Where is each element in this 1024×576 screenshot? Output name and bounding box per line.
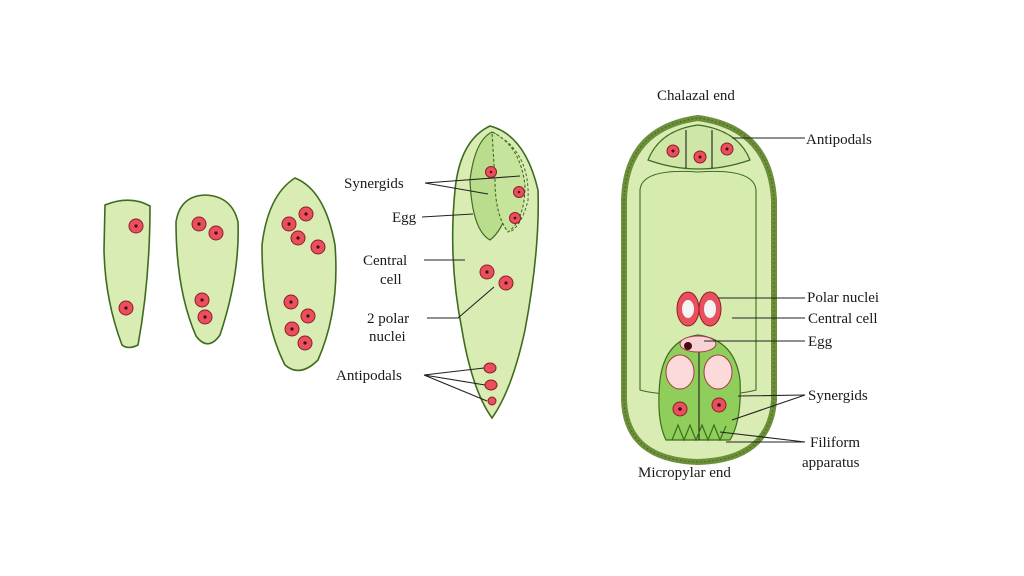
label-synergids: Synergids (344, 176, 404, 192)
stage-seven-celled (451, 125, 540, 420)
label-chalazal-end: Chalazal end (657, 88, 735, 104)
label-antipodals: Antipodals (336, 368, 402, 384)
mature-labels: Chalazal end Antipodals Polar nuclei Cen… (638, 88, 879, 481)
label-antipodals-right: Antipodals (806, 132, 872, 148)
label-filiform-line2: apparatus (802, 455, 860, 471)
stage-four-nucleate (175, 194, 239, 345)
label-egg: Egg (392, 210, 417, 226)
stage-two-nucleate (103, 199, 151, 349)
label-central-cell: Central cell (808, 311, 878, 327)
label-polar-line1: 2 polar (367, 311, 409, 327)
stage-eight-nucleate (261, 177, 337, 372)
label-egg-right: Egg (808, 334, 833, 350)
label-filiform-line1: Filiform (810, 435, 860, 451)
label-central-line2: cell (380, 272, 402, 288)
label-central-line1: Central (363, 253, 407, 269)
label-micropylar-end: Micropylar end (638, 465, 731, 481)
stage-four-labels: Synergids Egg Central cell 2 polar nucle… (336, 175, 521, 402)
label-polar-line2: nuclei (369, 329, 406, 345)
label-polar-nuclei: Polar nuclei (807, 290, 879, 306)
mature-embryo-sac (621, 114, 777, 466)
label-synergids-right: Synergids (808, 388, 868, 404)
